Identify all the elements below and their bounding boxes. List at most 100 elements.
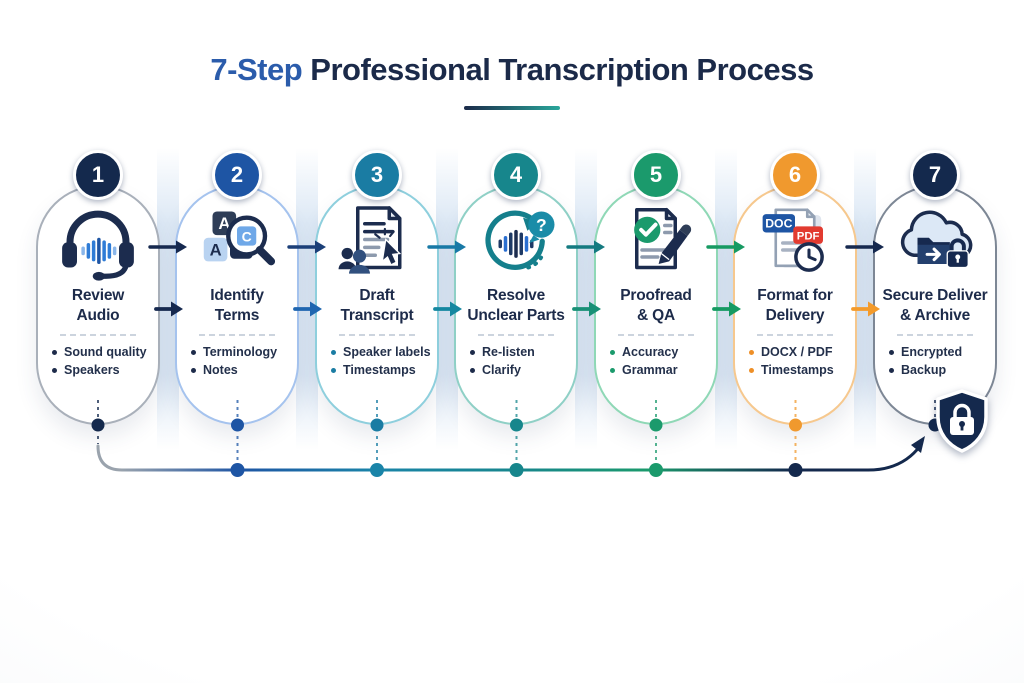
gap-stripe (436, 148, 458, 450)
flow-arrow-pair (148, 240, 187, 317)
bullet-item: Timestamps (331, 363, 433, 377)
flow-arrow-pair (845, 240, 885, 317)
bullet-item: Sound quality (52, 345, 154, 359)
bullet-dot (331, 349, 336, 355)
step-number-badge: 7 (910, 150, 960, 200)
timeline-dot (230, 463, 245, 477)
connector-step-marks (649, 400, 663, 477)
bullet-item: DOCX / PDF (749, 345, 851, 359)
step-number-badge: 1 (73, 150, 123, 200)
bullet-dot (470, 349, 475, 355)
step-title: Secure Deliver& Archive (882, 287, 988, 324)
process-connector-line (91, 400, 942, 477)
headset-waveform-icon (56, 201, 140, 285)
dashed-divider (478, 334, 554, 336)
card-bottom-dot (649, 418, 663, 432)
bullet-item: Re-listen (470, 345, 572, 359)
svg-text:A: A (210, 240, 222, 259)
bullet-item: Clarify (470, 363, 572, 377)
bullet-dot (749, 367, 754, 373)
flow-arrow-pair (287, 240, 327, 317)
step-bullets: Terminology Notes (181, 341, 293, 381)
bullet-item: Speaker labels (331, 345, 433, 359)
header: 7-Step Professional Transcription Proces… (0, 52, 1024, 88)
timeline-arrowhead-icon (911, 436, 925, 453)
card-bottom-dot (91, 418, 105, 432)
connector-step-marks (509, 400, 524, 477)
gap-stripe (715, 148, 737, 450)
step-card-secure-archive: 7 Secure Deliver& Archive Encrypted Back… (873, 150, 997, 425)
flow-arrow-pair (566, 240, 606, 317)
document-cursor-people-icon (335, 201, 419, 285)
page-title: 7-Step Professional Transcription Proces… (0, 52, 1024, 88)
timeline-dot (649, 463, 663, 477)
svg-text:PDF: PDF (797, 231, 820, 243)
bullet-item: Encrypted (889, 345, 991, 359)
step-title: Proofread& QA (620, 287, 692, 324)
svg-text:DOC: DOC (765, 217, 792, 231)
bullet-item: Speakers (52, 363, 154, 377)
timeline-path (96, 444, 922, 472)
connector-step-marks (230, 400, 245, 477)
bullet-dot (52, 349, 57, 355)
bullet-dot (191, 349, 196, 355)
gap-stripe (575, 148, 597, 450)
bullet-dot (889, 349, 894, 355)
step-bullets: Accuracy Grammar (600, 341, 712, 381)
proofread-check-pencil-icon (614, 201, 698, 285)
dashed-divider (199, 334, 275, 336)
flow-arrow-pair (706, 240, 745, 317)
card-bottom-dot (789, 418, 802, 432)
timeline-dot (370, 463, 384, 477)
bullet-dot (610, 349, 615, 355)
timeline-dot (788, 463, 803, 477)
replay-waveform-question-icon: ? (474, 201, 558, 285)
step-card-proofread-qa: 5 Proofread& QA Accuracy Grammar (594, 150, 718, 425)
timeline-dot (509, 463, 524, 477)
bullet-dot (191, 367, 196, 373)
step-number-badge: 4 (491, 150, 541, 200)
dashed-divider (339, 334, 415, 336)
bullet-dot (889, 367, 894, 373)
step-number-badge: 2 (212, 150, 262, 200)
connector-step-marks (370, 400, 384, 477)
gap-stripe (157, 148, 179, 450)
dashed-divider (618, 334, 694, 336)
step-bullets: DOCX / PDF Timestamps (739, 341, 851, 381)
bullet-item: Terminology (191, 345, 293, 359)
bullet-dot (610, 367, 615, 373)
bullet-item: Notes (191, 363, 293, 377)
flow-arrow-pair (427, 240, 466, 317)
title-rest: Professional Transcription Process (310, 52, 814, 87)
title-underline (464, 106, 560, 110)
doc-pdf-clock-icon: DOC PDF (753, 201, 837, 285)
bullet-dot (52, 367, 57, 373)
dashed-divider (757, 334, 833, 336)
card-bottom-dot (231, 418, 244, 432)
step-number-badge: 6 (770, 150, 820, 200)
bullet-item: Accuracy (610, 345, 712, 359)
svg-text:A: A (218, 214, 230, 233)
step-bullets: Speaker labels Timestamps (321, 341, 433, 381)
bullet-item: Timestamps (749, 363, 851, 377)
security-shield-lock-icon (936, 389, 988, 453)
step-bullets: Re-listen Clarify (460, 341, 572, 381)
card-bottom-dot (510, 418, 523, 432)
step-number-badge: 5 (631, 150, 681, 200)
bullet-dot (749, 349, 754, 355)
card-bottom-dot (370, 418, 384, 432)
step-bullets: Sound quality Speakers (42, 341, 154, 381)
bullet-dot (470, 367, 475, 373)
cloud-folder-lock-icon (893, 201, 977, 285)
